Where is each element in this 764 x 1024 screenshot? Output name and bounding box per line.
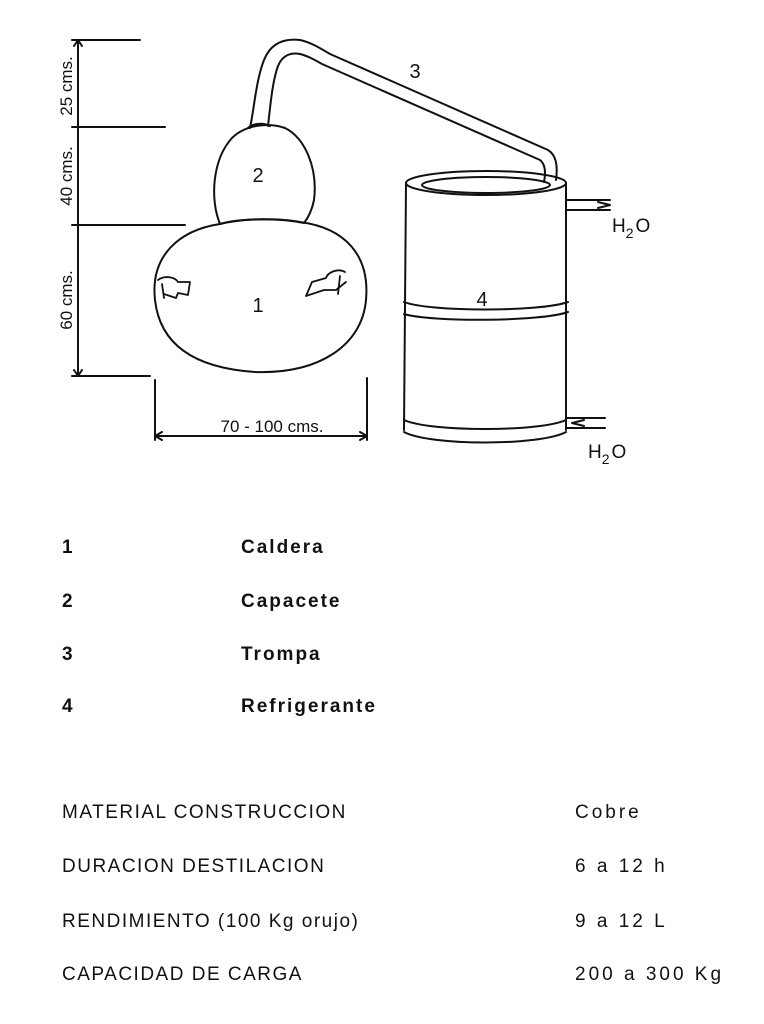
part-number-1: 1 [252,295,263,317]
spec-name: RENDIMIENTO (100 Kg orujo) [62,911,360,932]
water-h: H [612,216,626,237]
spec-value: 6 a 12 h [575,856,668,877]
legend-label: Trompa [241,644,322,665]
legend-label: Refrigerante [241,696,377,717]
distillation-still-diagram: 25 cms. 40 cms. 60 cms. 70 - 100 cms. 1 … [57,38,650,467]
dimension-label-40: 40 cms. [57,146,76,206]
legend-number: 3 [62,644,75,665]
part-number-3: 3 [409,61,420,83]
height-dimension-lines [71,39,186,377]
spec-value: 9 a 12 L [575,911,668,932]
water-sub: 2 [602,451,610,467]
legend-number: 4 [62,696,75,717]
part-number-2: 2 [252,165,263,187]
caldera-handles [157,269,347,299]
water-h: H [588,442,602,463]
legend-number: 1 [62,537,75,558]
spec-name: DURACION DESTILACION [62,856,326,877]
spec-name: CAPACIDAD DE CARGA [62,964,303,985]
dimension-label-width: 70 - 100 cms. [221,417,324,436]
legend-label: Capacete [241,591,342,612]
dimension-label-25: 25 cms. [57,56,76,116]
spec-value: Cobre [575,802,642,823]
refrigerante-shape [403,170,611,444]
trompa-shape [249,38,558,183]
part-number-4: 4 [476,289,487,311]
water-sub: 2 [626,225,634,241]
spec-name: MATERIAL CONSTRUCCION [62,802,347,823]
capacete-shape [213,124,316,225]
water-o: O [636,216,651,237]
water-o: O [612,442,627,463]
spec-value: 200 a 300 Kg [575,964,725,985]
width-dimension-lines [154,377,368,441]
legend-label: Caldera [241,537,325,558]
dimension-label-60: 60 cms. [57,270,76,330]
legend-number: 2 [62,591,75,612]
